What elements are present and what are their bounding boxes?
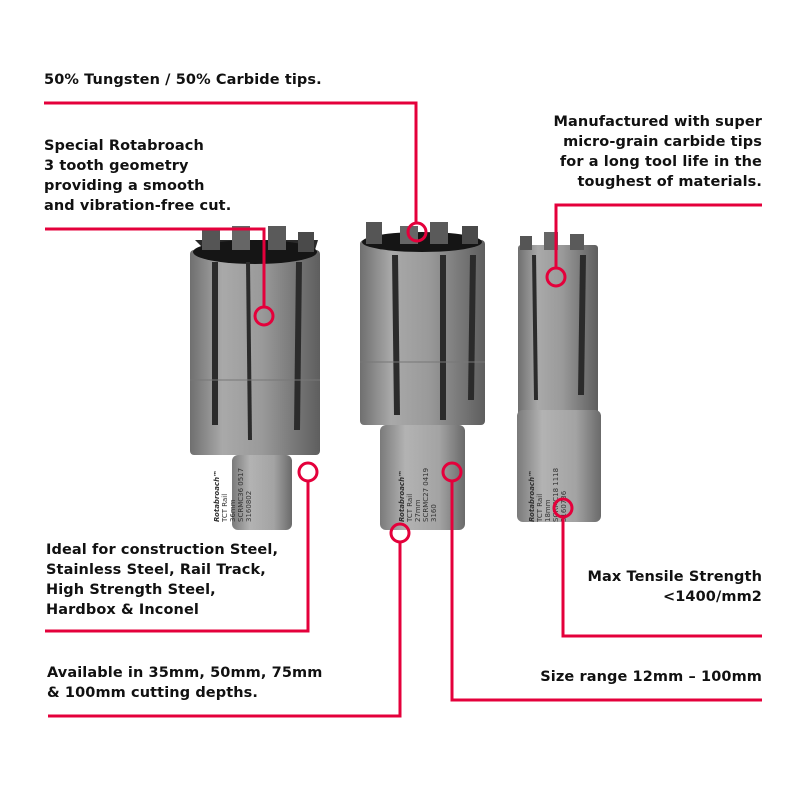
leader-line-size: [450, 481, 762, 702]
callout-size: Size range 12mm – 100mm: [540, 669, 762, 685]
callout-marker-materials: [297, 461, 319, 483]
callout-tungsten: 50% Tungsten / 50% Carbide tips.: [44, 72, 322, 88]
leader-line-geometry: [45, 227, 266, 307]
leader-line-tensile: [561, 517, 762, 638]
cutter-small-image: [517, 232, 601, 522]
callout-micrograin: Manufactured with super micro-grain carb…: [553, 114, 762, 190]
callout-marker-tensile: [552, 497, 574, 519]
callout-geometry: Special Rotabroach 3 tooth geometry prov…: [44, 138, 232, 214]
leader-line-tungsten: [44, 101, 418, 224]
cutter-medium-image: [360, 222, 485, 530]
callout-marker-micrograin: [545, 266, 567, 288]
callout-marker-geometry: [253, 305, 275, 327]
callout-tensile: Max Tensile Strength <1400/mm2: [587, 569, 762, 605]
callout-materials: Ideal for construction Steel, Stainless …: [46, 542, 279, 618]
callout-marker-tungsten: [406, 221, 428, 243]
callout-depths: Available in 35mm, 50mm, 75mm & 100mm cu…: [47, 665, 323, 701]
callout-marker-depths: [389, 522, 411, 544]
cutter-large-image: [190, 226, 320, 530]
leader-line-materials: [45, 481, 310, 633]
callout-marker-size: [441, 461, 463, 483]
leader-line-micrograin: [554, 203, 762, 268]
leader-line-depths: [48, 542, 402, 718]
